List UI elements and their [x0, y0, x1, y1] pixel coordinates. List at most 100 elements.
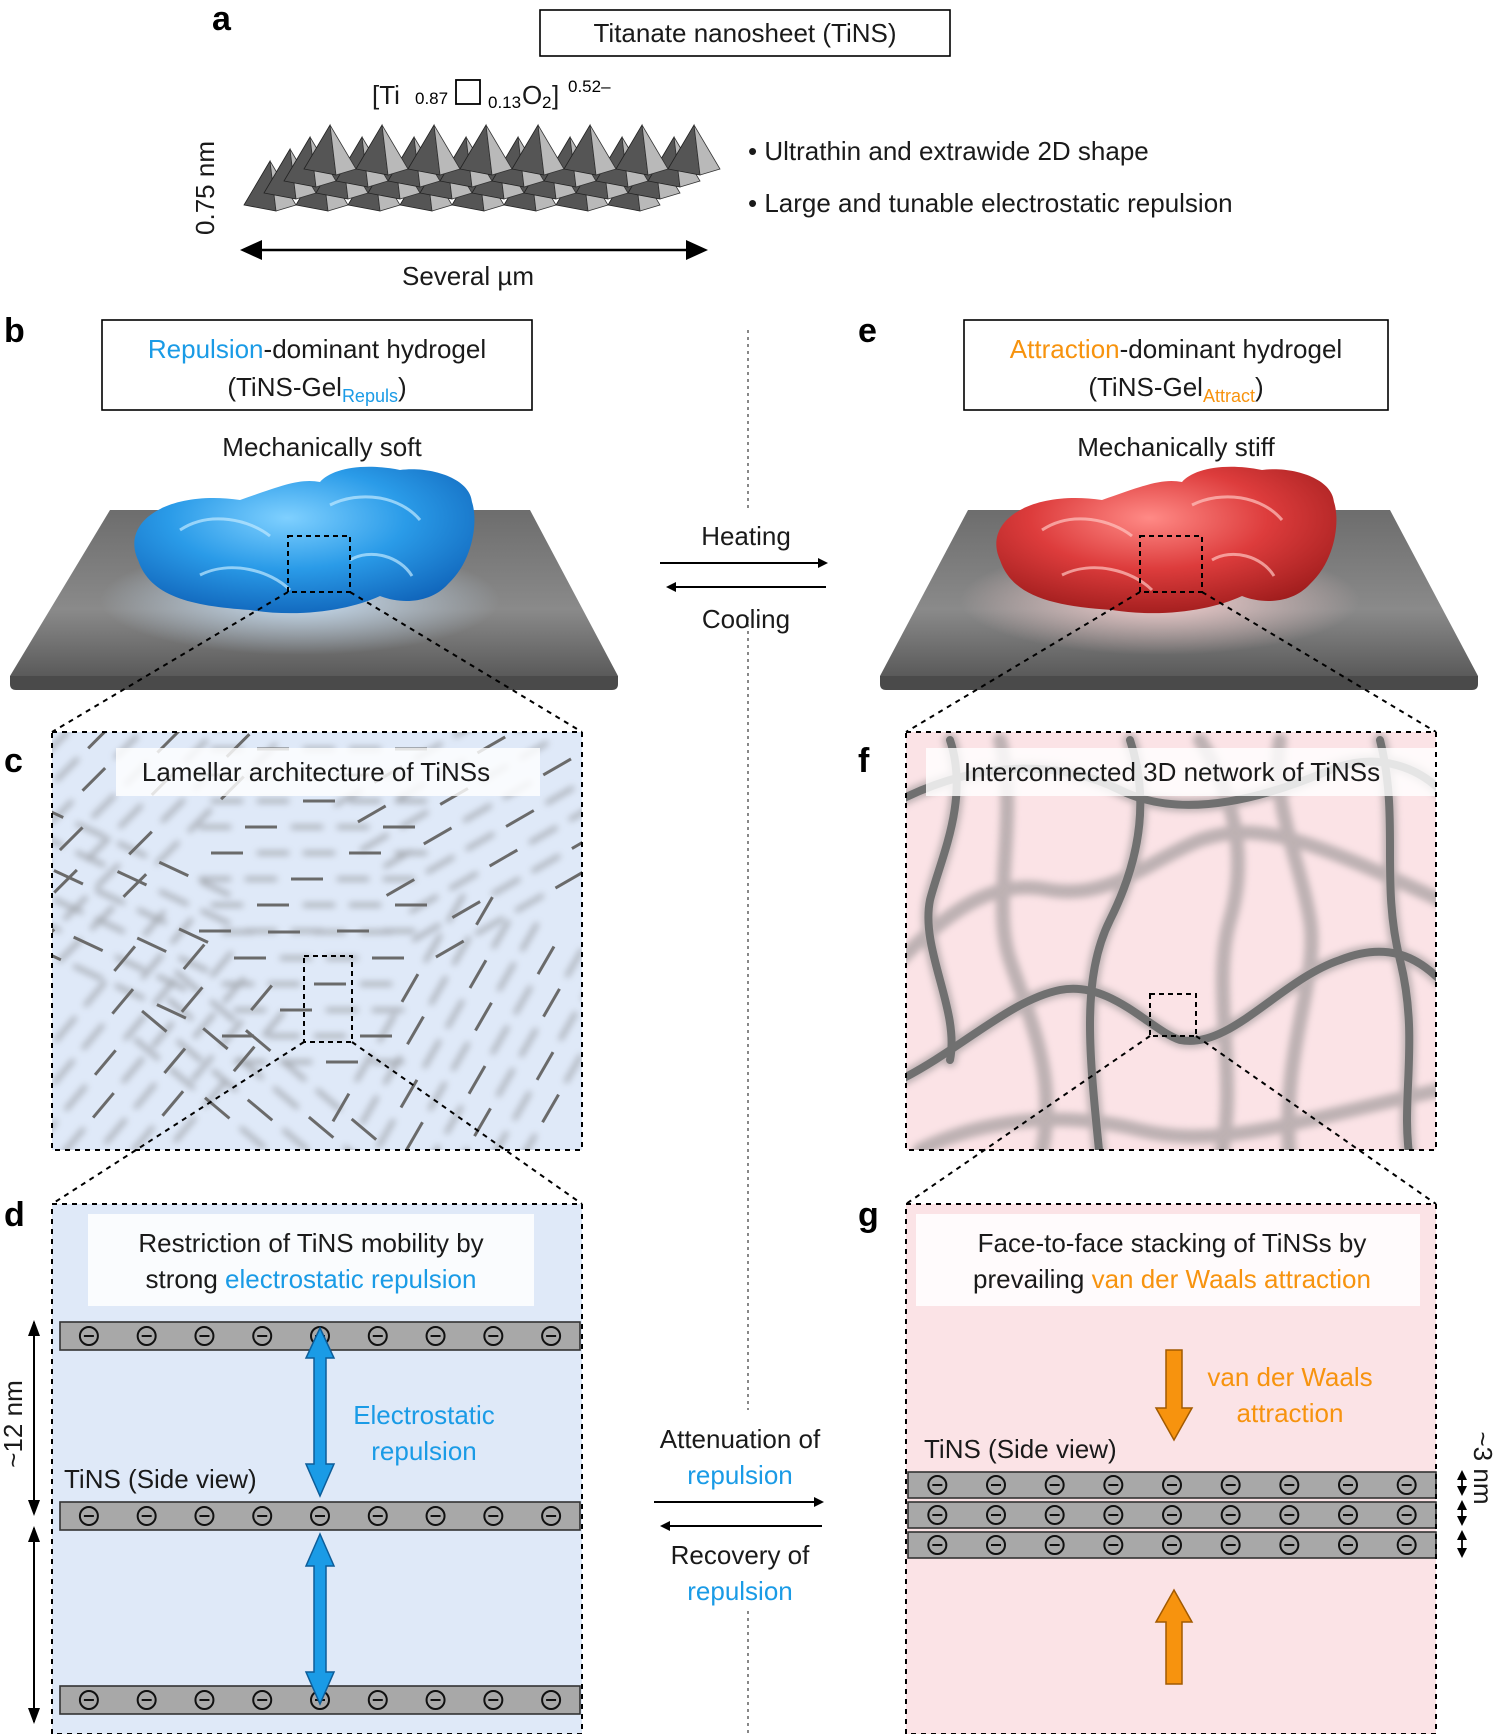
network-strand: [1086, 736, 1145, 1150]
repulsion-arrow-upper: [304, 1326, 336, 1498]
lamellar-sheet: [0, 898, 19, 912]
negative-charge-icon: [1162, 1505, 1182, 1525]
lamellar-sheet: [531, 853, 561, 874]
repulsion-panel-border: [51, 1203, 583, 1734]
lamellar-sheet: [474, 1002, 493, 1032]
repulsion-gel-subtitle: (TiNS-GelRepuls): [227, 372, 406, 406]
lamellar-sheet: [0, 1087, 17, 1112]
panel-letter-c: c: [4, 742, 23, 780]
lamellar-sheet: [161, 1090, 185, 1117]
repulsion-title-line1: Restriction of TiNS mobility by: [138, 1228, 483, 1258]
lamellar-sheet: [53, 868, 78, 894]
network-strand: [906, 947, 1436, 1082]
lamellar-sheet: [53, 1015, 78, 1043]
lamellar-sheet: [450, 1041, 471, 1072]
lamellar-sheet: [465, 831, 495, 852]
lamellar-sheet: [145, 1152, 166, 1177]
lamellar-sheet: [209, 999, 237, 1023]
stiff-property-label: Mechanically stiff: [1077, 432, 1275, 462]
lamellar-sheet: [22, 902, 45, 925]
lamellar-sheet: [136, 907, 168, 925]
lamellar-title: Lamellar architecture of TiNSs: [142, 757, 490, 787]
lamellar-sheet: [376, 1118, 396, 1149]
lamellar-sheet: [158, 889, 190, 907]
negative-charge-icon: [1220, 1535, 1241, 1555]
negative-charge-icon: [986, 1535, 1006, 1555]
lamellar-sheet: [0, 893, 17, 916]
lamellar-sheet: [114, 954, 146, 972]
repulsion-arrow-lower: [304, 1532, 336, 1706]
tins-formula: [Ti 0.87 0.13 O 2 ] 0.52–: [372, 77, 611, 112]
width-arrow-right-head: [686, 240, 708, 260]
negative-charge-icon: [425, 1690, 446, 1710]
lamellar-sheet: [174, 969, 202, 994]
lamellar-sheet: [91, 793, 117, 819]
lamellar-sheet: [24, 1095, 45, 1120]
repulsion-gel-title: Repulsion-dominant hydrogel: [148, 334, 486, 364]
lamellar-sheet: [187, 807, 213, 834]
lamellar-sheet: [448, 871, 479, 891]
negative-charge-icon: [78, 1690, 99, 1710]
bullet-1: • Ultrathin and extrawide 2D shape: [748, 136, 1149, 166]
lamellar-sheet: [27, 860, 50, 883]
lamellar-sheet: [160, 797, 186, 824]
lamellar-sheet: [81, 1023, 105, 1051]
tins-title-box: [539, 9, 951, 57]
lamellar-sheet: [51, 689, 74, 712]
repulsion-gel-title-box: [101, 319, 533, 411]
negative-charge-icon: [367, 1690, 388, 1710]
lamellar-sheet: [544, 785, 575, 806]
lamellar-sheet: [331, 1092, 351, 1123]
lamellar-sheet: [524, 1133, 538, 1150]
lamellar-sheet: [52, 897, 84, 915]
negative-charge-icon: [310, 1506, 330, 1526]
attenuation-line1: Attenuation of: [660, 1424, 821, 1454]
negative-charge-icon: [1338, 1505, 1358, 1525]
network-title: Interconnected 3D network of TiNSs: [964, 757, 1380, 787]
lamellar-sheet: [307, 1115, 335, 1139]
negative-charge-icon: [194, 1506, 215, 1526]
lamellar-sheet: [554, 870, 582, 890]
vdw-arrow-down: [1154, 1349, 1194, 1442]
panel-d: d Restriction of TiNS mobility by strong…: [0, 1196, 583, 1734]
lamellar-sheet: [133, 1082, 157, 1110]
panel-e: e Attraction-dominant hydrogel (TiNS-Gel…: [858, 312, 1478, 690]
attraction-title-bg: [916, 1214, 1420, 1306]
negative-charge-icon: [78, 1326, 99, 1346]
lamellar-sheet: [445, 999, 465, 1029]
lamellar-sheet: [85, 835, 111, 862]
network-panel-border: [905, 731, 1437, 1151]
lamellar-sheet: [180, 986, 204, 1013]
lamellar-sheet: [490, 1025, 510, 1055]
sheet-face-light: [433, 124, 461, 176]
lamellar-sheet: [154, 840, 181, 866]
lamellar-sheet: [117, 803, 144, 829]
lamellar-sheet: [12, 851, 41, 865]
lamellar-sheet: [250, 984, 273, 1012]
lamellar-sheet: [422, 1038, 442, 1069]
plate-right-edge: [880, 676, 1478, 690]
lamellar-sheet: [52, 924, 62, 933]
lamellar-sheet: [359, 832, 390, 853]
lamellar-sheet: [141, 1009, 168, 1033]
lamellar-sheet: [190, 1054, 215, 1082]
blue-gel-highlights: [179, 495, 422, 592]
lamellar-sheet: [89, 905, 116, 931]
lamellar-sheet: [123, 1013, 147, 1041]
lamellar-sheet: [168, 1066, 196, 1091]
negative-charge-icon: [78, 1506, 99, 1526]
lamellar-sheet: [595, 849, 623, 865]
lamellar-sheet: [113, 945, 137, 972]
negative-charge-icon: [927, 1475, 948, 1495]
network-strand: [913, 1083, 1436, 1150]
lamellar-sheet: [158, 860, 189, 878]
negative-charge-icon: [252, 1326, 273, 1346]
panel-letter-g: g: [858, 1196, 879, 1234]
lamellar-sheet: [217, 707, 240, 730]
lamellar-sheet: [359, 1095, 380, 1125]
lamellar-sheet: [425, 854, 456, 875]
lamellar-sheet: [12, 880, 41, 894]
lamellar-sheet: [19, 721, 42, 744]
attraction-title-line1: Face-to-face stacking of TiNSs by: [978, 1228, 1367, 1258]
